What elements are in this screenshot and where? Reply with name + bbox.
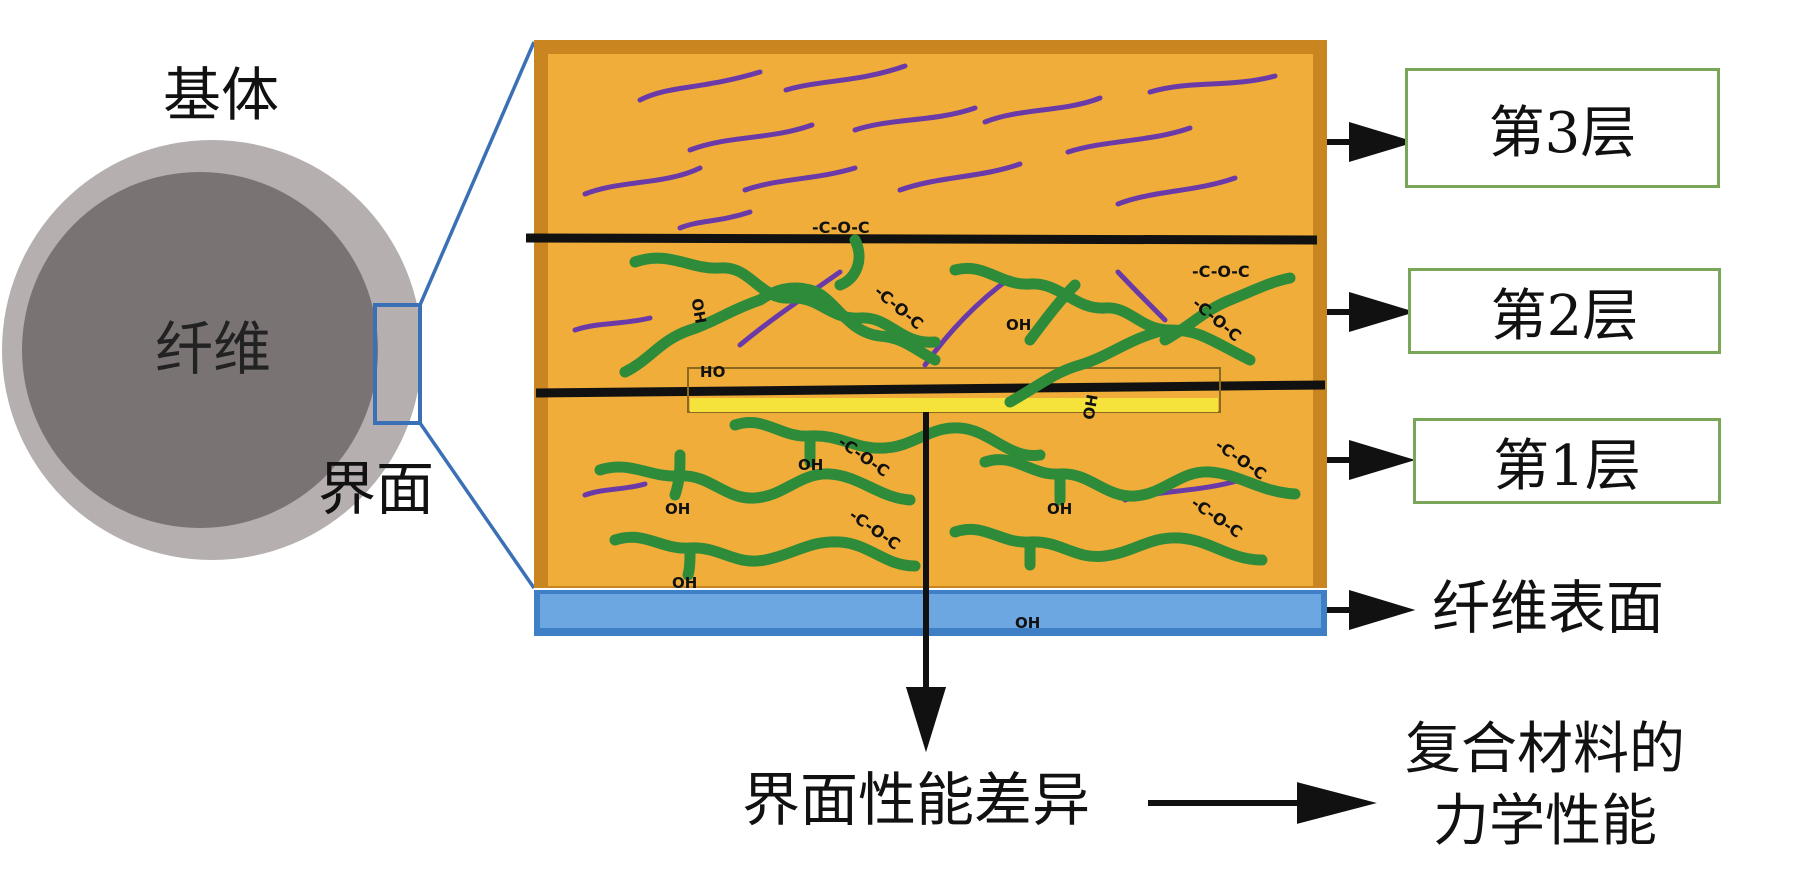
layer-divider-lower: [535, 380, 1326, 398]
purple-chain: [1147, 73, 1278, 95]
green-chain: [1159, 272, 1296, 346]
arrow-right-tip: [1297, 782, 1377, 824]
arrow-fiber-surface-tip: [1349, 589, 1416, 631]
mechanical-properties-label-line1: 复合材料的: [1405, 717, 1685, 782]
green-chain: [729, 417, 1046, 462]
fiber-surface-band-inner: [540, 594, 1321, 628]
hydroxyl-label: OH: [1006, 316, 1032, 334]
hydroxyl-label: OH: [1047, 500, 1073, 518]
arrow-layer2-tip: [1349, 291, 1416, 333]
fiber-label: 纤维: [155, 315, 272, 383]
zoom-line-bottom: [418, 422, 536, 589]
fiber-core: [22, 172, 378, 528]
layer2-label: 第2层: [1408, 268, 1721, 354]
purple-chain: [737, 269, 843, 348]
arrow-layer3-tip: [1349, 121, 1416, 163]
matrix-label: 基体: [163, 61, 280, 129]
green-chain: [619, 294, 766, 378]
green-chain: [1004, 324, 1171, 408]
purple-chain: [1065, 125, 1193, 155]
green-chain: [979, 454, 1301, 502]
fiber-surface-label: 纤维表面: [1432, 574, 1665, 642]
interface-label: 界面: [318, 455, 435, 523]
ether-group-label: -C-O-C: [1192, 262, 1250, 281]
layer1-label: 第1层: [1413, 418, 1721, 504]
layer-divider-upper: [525, 233, 1318, 245]
purple-chain: [982, 95, 1103, 125]
hydroxyl-label: OH: [665, 500, 691, 518]
hydroxyl-label: OH: [672, 574, 698, 592]
green-chain: [669, 449, 686, 501]
interface-highlight-bar: [690, 398, 1218, 412]
purple-chain: [687, 122, 815, 153]
green-chain: [594, 461, 916, 506]
green-chain: [949, 523, 1268, 566]
purple-chain: [852, 105, 978, 133]
purple-chain: [742, 165, 858, 193]
arrow-layer1-tip: [1349, 439, 1416, 481]
purple-chain: [637, 69, 763, 103]
purple-chain: [897, 161, 1023, 193]
green-chain: [1024, 279, 1081, 346]
interface-difference-label: 界面性能差异: [742, 766, 1091, 834]
hydroxyl-label: OH: [1015, 614, 1041, 632]
green-chains: [594, 234, 1301, 581]
purple-chain: [677, 209, 753, 231]
hydroxyl-label: OH: [798, 456, 824, 474]
purple-chain: [1115, 269, 1168, 323]
hydroxyl-label: OH: [700, 362, 726, 380]
purple-chain: [582, 481, 648, 498]
green-chain: [682, 542, 696, 581]
purple-chain: [572, 315, 653, 333]
layer3-label: 第3层: [1405, 68, 1720, 188]
purple-chain: [783, 63, 908, 93]
green-chain: [609, 531, 921, 572]
purple-chain: [1115, 175, 1238, 207]
arrow-down-tip: [905, 687, 947, 753]
green-chain: [754, 282, 941, 366]
green-chain: [629, 252, 941, 348]
zoom-box: [373, 303, 422, 425]
purple-chain: [582, 165, 703, 197]
ether-group-label: -C-O-C: [812, 218, 870, 237]
green-chain: [949, 263, 1256, 366]
arrows: [905, 121, 1416, 824]
mechanical-properties-label-line2: 力学性能: [1433, 789, 1657, 854]
zoom-line-top: [418, 41, 536, 306]
green-chain: [834, 234, 865, 291]
